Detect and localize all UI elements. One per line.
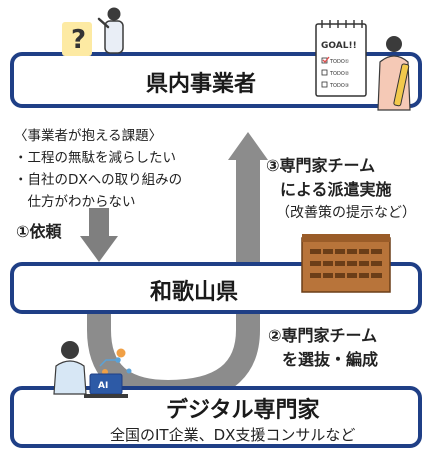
decor-dot-blue xyxy=(126,368,132,374)
request-arrow-head xyxy=(80,236,118,262)
issue-reduce-waste: ・工程の無駄を減らしたい xyxy=(14,150,176,166)
ai-label: AI xyxy=(98,381,108,391)
goal-checklist-icon: GOAL!! TODO① TODO② TODO③ xyxy=(315,20,411,111)
digital-experts-title: デジタル専門家 xyxy=(166,398,320,423)
step3-dispatch-note: （改善策の提示など） xyxy=(276,205,416,221)
goal-text: GOAL!! xyxy=(321,41,357,51)
step2-selection-label-line2: を選抜・編成 xyxy=(282,350,379,369)
todo-1-text: TODO① xyxy=(329,59,350,65)
government-building-icon xyxy=(301,234,391,293)
issues-heading: 〈事業者が抱える課題〉 xyxy=(14,128,163,144)
todo-2-text: TODO② xyxy=(329,71,350,77)
todo-3-text: TODO③ xyxy=(329,83,349,89)
expert-at-laptop-icon: AI xyxy=(53,341,128,398)
dispatch-arrow-head xyxy=(228,132,268,160)
step3-dispatch-label-line2: による派遣実施 xyxy=(280,180,392,199)
step2-selection-label-line1: ②専門家チーム xyxy=(268,326,378,345)
step1-request-label: ①依頼 xyxy=(16,222,62,241)
request-arrow-shaft xyxy=(89,208,109,244)
issue-dx-approach: ・自社のDXへの取り組みの xyxy=(14,172,183,188)
businessman-thinking-icon: ? xyxy=(62,7,124,56)
prefecture-businesses-title: 県内事業者 xyxy=(146,72,257,97)
step3-dispatch-label-line1: ③専門家チーム xyxy=(266,156,376,175)
wakayama-prefecture-title: 和歌山県 xyxy=(150,280,239,305)
decor-dot-orange xyxy=(116,348,126,358)
issue-dx-approach-cont: 仕方がわからない xyxy=(14,194,136,210)
question-mark-text: ? xyxy=(71,25,86,55)
digital-experts-box xyxy=(10,386,422,448)
digital-experts-subtitle: 全国のIT企業、DX支援コンサルなど xyxy=(110,426,356,444)
